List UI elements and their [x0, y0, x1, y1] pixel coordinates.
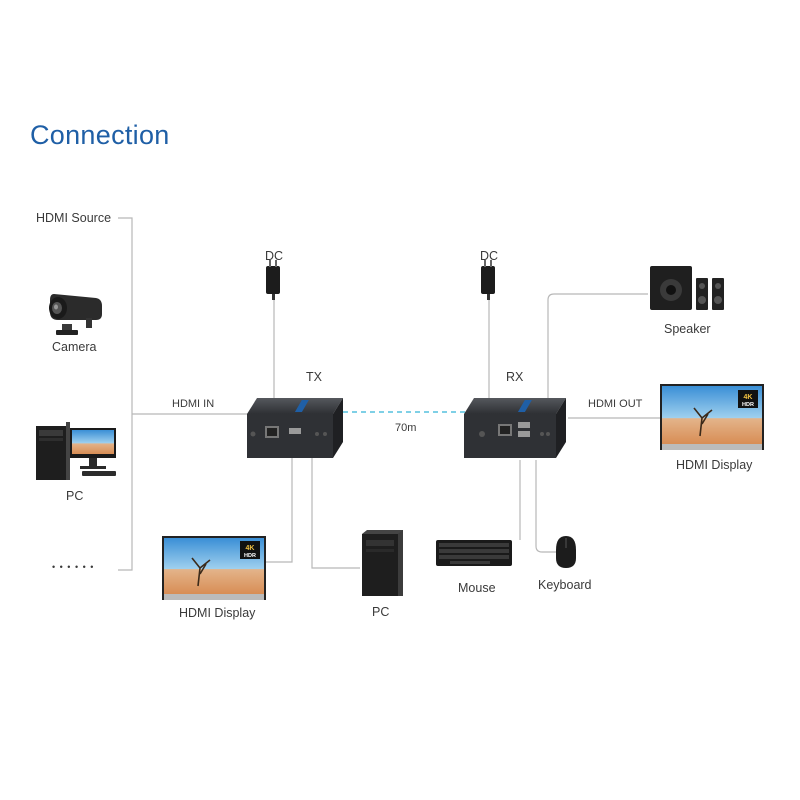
pc-bottom-label: PC	[372, 605, 390, 619]
hdmi-display-right-label: HDMI Display	[676, 458, 753, 472]
dc-tx-label: DC	[265, 249, 284, 263]
badge-4k: 4K	[744, 394, 753, 401]
camera-icon	[49, 294, 102, 335]
badge-4k: 4K	[246, 545, 255, 552]
speaker-label: Speaker	[664, 322, 711, 336]
dc-adapter-rx-icon	[481, 260, 495, 300]
hdmi-source-label: HDMI Source	[36, 211, 112, 225]
tx-extender-icon	[247, 398, 343, 458]
hdmi-display-bottom-label: HDMI Display	[179, 606, 256, 620]
pc-tower-bottom-icon	[362, 530, 403, 596]
dc-rx-label: DC	[480, 249, 499, 263]
camera-label: Camera	[52, 340, 97, 354]
pc-left-label: PC	[66, 489, 84, 503]
keyboard-label: Keyboard	[538, 578, 592, 592]
distance-label: 70m	[395, 422, 417, 434]
hdmi-in-label: HDMI IN	[172, 398, 215, 410]
pc-tower-icon	[36, 422, 70, 480]
badge-hdr: HDR	[244, 553, 256, 559]
badge-hdr: HDR	[742, 402, 754, 408]
speaker-icon	[650, 266, 724, 310]
rx-label: RX	[506, 370, 524, 384]
hdmi-out-label: HDMI OUT	[588, 398, 643, 410]
keyboard-icon	[436, 540, 512, 566]
page-title: Connection	[30, 120, 170, 150]
rx-extender-icon	[464, 398, 566, 458]
tx-label: TX	[306, 370, 322, 384]
pc-monitor-icon	[70, 428, 116, 476]
mouse-label: Mouse	[458, 581, 496, 595]
mouse-icon	[556, 536, 576, 568]
hdmi-display-right-icon: 4K HDR	[660, 384, 764, 450]
hdmi-display-bottom-icon: 4K HDR	[162, 536, 266, 600]
dc-adapter-tx-icon	[266, 260, 280, 300]
more-sources-ellipsis: • • • • • •	[52, 562, 95, 572]
connection-lines	[118, 217, 660, 571]
